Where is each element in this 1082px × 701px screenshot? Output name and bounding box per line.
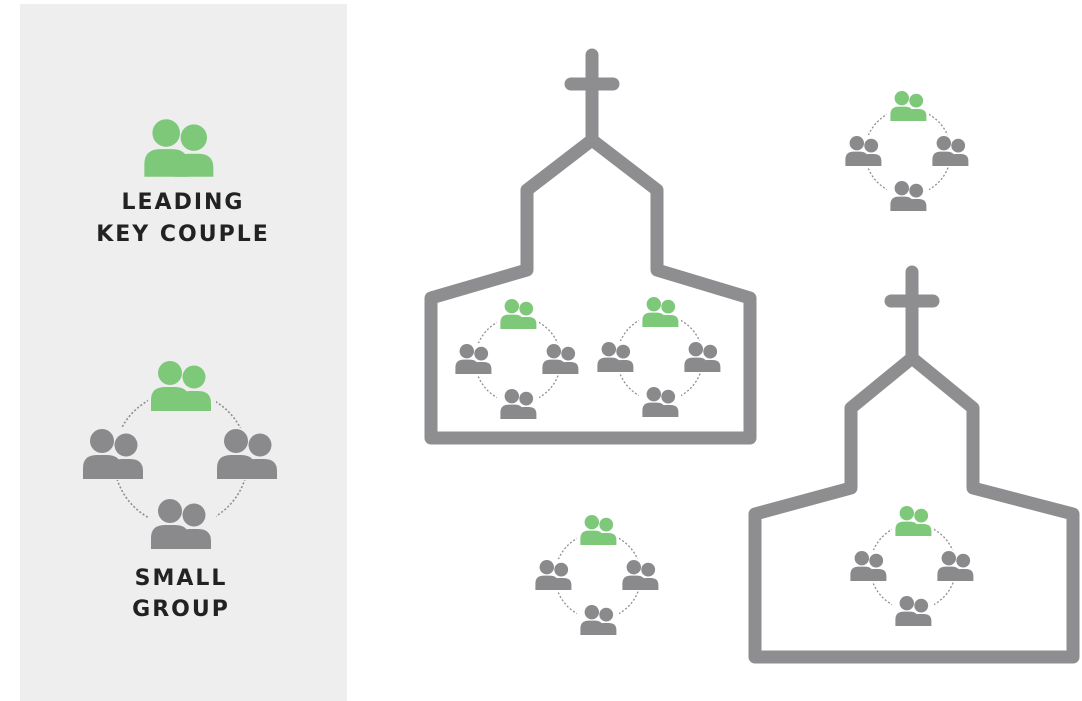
church-small (748, 265, 1080, 664)
small-group-bottom-middle (532, 514, 662, 636)
small-group-church1-right (594, 296, 724, 418)
small-group-church2 (847, 505, 977, 627)
legend-panel (20, 4, 347, 701)
small-group-legend-icon (80, 361, 280, 550)
leading-couple-label-line2: KEY COUPLE (96, 222, 270, 247)
small-group-label-line2: GROUP (132, 597, 230, 622)
small-group-top-right (842, 90, 972, 212)
church-large (424, 48, 757, 445)
small-group-label-line1: SMALL (135, 566, 228, 591)
small-group-church1-left (452, 298, 582, 420)
leading-couple-label-line1: LEADING (122, 190, 245, 215)
